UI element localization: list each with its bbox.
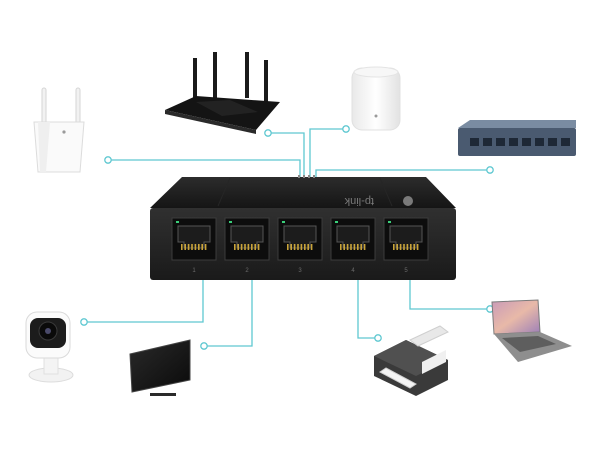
port-pin bbox=[357, 244, 359, 250]
connector-dot bbox=[200, 342, 208, 350]
port-pin bbox=[247, 244, 250, 250]
port-pin bbox=[237, 244, 239, 250]
port-pin bbox=[307, 244, 309, 250]
port-pin bbox=[399, 244, 402, 250]
port-led bbox=[176, 221, 179, 223]
tp-link-logo: tp-link bbox=[344, 195, 413, 207]
desktop-switch: tp-link 1 2 3 4 5 bbox=[150, 175, 456, 280]
switch-top-groove bbox=[217, 177, 393, 207]
port-pin bbox=[360, 244, 362, 250]
connector-lines bbox=[84, 128, 490, 347]
connector-router bbox=[268, 132, 305, 178]
port-pin bbox=[343, 244, 345, 250]
port-pin bbox=[254, 244, 256, 250]
switch-ports: 1 2 3 4 5 bbox=[171, 217, 429, 274]
port-pin bbox=[350, 244, 352, 250]
connector-dot bbox=[264, 129, 272, 137]
port-pin bbox=[304, 244, 306, 250]
port-pin bbox=[396, 244, 398, 250]
range-extender-icon bbox=[33, 87, 85, 173]
port-number-label: 5 bbox=[404, 268, 408, 274]
port-pin bbox=[240, 244, 243, 250]
switch-top-face bbox=[150, 177, 456, 208]
port-number-label: 1 bbox=[192, 268, 196, 274]
port-pin bbox=[184, 244, 186, 250]
connector-dot bbox=[374, 334, 382, 342]
connector-extender bbox=[108, 159, 301, 178]
rj45-port-1: 1 bbox=[171, 217, 217, 274]
port-number-label: 3 bbox=[298, 268, 302, 274]
connector-laptop bbox=[409, 280, 490, 310]
connector-dot bbox=[486, 166, 494, 174]
rackmount-switch-icon bbox=[458, 120, 576, 156]
port-pin bbox=[181, 244, 183, 250]
port-pin bbox=[290, 244, 292, 250]
port-pin bbox=[244, 244, 246, 250]
port-led bbox=[229, 221, 232, 223]
rj45-port-2: 2 bbox=[224, 217, 270, 274]
printer-icon bbox=[374, 325, 449, 396]
port-socket bbox=[336, 225, 370, 249]
port-pin bbox=[413, 244, 415, 250]
port-pin bbox=[297, 244, 299, 250]
connector-dot bbox=[342, 125, 350, 133]
port-pin bbox=[340, 244, 342, 250]
security-camera-icon bbox=[25, 311, 74, 383]
port-pin bbox=[300, 244, 303, 250]
port-pin bbox=[406, 244, 409, 250]
connector-dot bbox=[80, 318, 88, 326]
connector-mesh bbox=[309, 128, 346, 178]
port-pin bbox=[363, 244, 366, 250]
rj45-port-3: 3 bbox=[277, 217, 323, 274]
connector-printer bbox=[357, 280, 378, 339]
port-socket bbox=[177, 225, 211, 249]
port-socket bbox=[230, 225, 264, 249]
brand-text: tp-link bbox=[344, 195, 374, 207]
mesh-unit-icon bbox=[351, 66, 401, 131]
port-pin bbox=[393, 244, 395, 250]
connector-rackmount-switch bbox=[315, 169, 490, 178]
connector-dot bbox=[104, 156, 112, 164]
port-led bbox=[282, 221, 285, 223]
port-pin bbox=[410, 244, 412, 250]
port-pin bbox=[194, 244, 197, 250]
port-pin bbox=[198, 244, 200, 250]
port-led bbox=[335, 221, 338, 223]
port-socket bbox=[389, 225, 423, 249]
port-number-label: 4 bbox=[351, 268, 355, 274]
port-led bbox=[388, 221, 391, 223]
port-pin bbox=[403, 244, 405, 250]
connector-camera bbox=[84, 280, 204, 323]
wifi-router-icon bbox=[165, 52, 280, 134]
port-pin bbox=[201, 244, 203, 250]
port-pin bbox=[204, 244, 207, 250]
port-pin bbox=[257, 244, 260, 250]
port-pin bbox=[416, 244, 419, 250]
laptop-icon bbox=[491, 299, 572, 362]
port-pin bbox=[251, 244, 253, 250]
top-leds bbox=[298, 175, 315, 178]
tv-icon bbox=[129, 339, 191, 396]
port-pin bbox=[287, 244, 289, 250]
port-pin bbox=[353, 244, 356, 250]
connector-tv bbox=[204, 280, 253, 347]
rj45-port-5: 5 bbox=[383, 217, 429, 274]
port-pin bbox=[234, 244, 236, 250]
brand-mark-icon bbox=[403, 196, 413, 206]
port-pin bbox=[293, 244, 296, 250]
port-pin bbox=[310, 244, 313, 250]
port-socket bbox=[283, 225, 317, 249]
connector-dots bbox=[80, 125, 494, 350]
port-pin bbox=[187, 244, 190, 250]
port-number-label: 2 bbox=[245, 268, 249, 274]
port-pin bbox=[191, 244, 193, 250]
port-pin bbox=[346, 244, 349, 250]
rj45-port-4: 4 bbox=[330, 217, 376, 274]
